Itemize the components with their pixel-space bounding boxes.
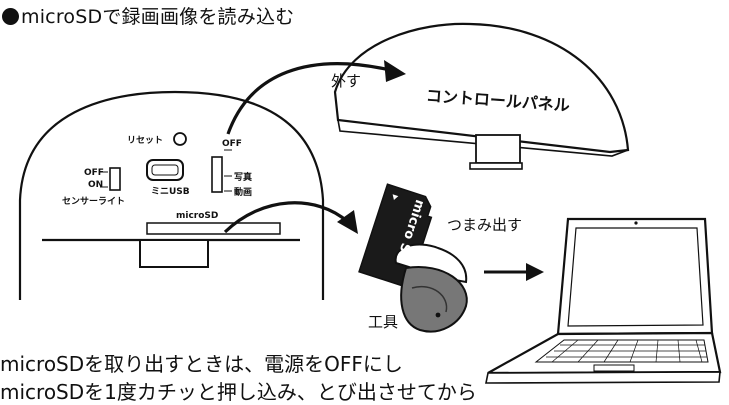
- pull-out-label: つまみ出す: [447, 216, 523, 234]
- sensor-light-label: センサーライト: [62, 197, 126, 207]
- sensor-off-label: OFF: [84, 168, 104, 178]
- laptop-icon: [485, 217, 722, 384]
- device-bottom-tab: [139, 239, 209, 268]
- reset-label: リセット: [127, 136, 164, 146]
- page-title: microSDで録画画像を読み込む: [2, 2, 294, 29]
- microsd-slot[interactable]: [146, 222, 281, 235]
- switch-off-label: OFF: [222, 139, 242, 149]
- mode-switch[interactable]: [211, 156, 223, 193]
- mini-usb-port-inner: [151, 164, 179, 176]
- photo-label: 写真: [234, 173, 253, 183]
- pliers-tool: [394, 243, 468, 333]
- to-laptop-arrowhead: [526, 263, 544, 281]
- sensor-light-switch[interactable]: [109, 167, 121, 191]
- remove-label: 外す: [331, 72, 362, 90]
- instruction-line-2: microSDを1度カチッと押し込み、とび出させてから: [0, 380, 477, 404]
- sensor-on-label: ON: [88, 180, 104, 190]
- pull-card-arrow: [223, 201, 350, 234]
- control-panel: [333, 22, 630, 170]
- tool-label: 工具: [368, 313, 399, 331]
- video-label: 動画: [234, 188, 253, 198]
- pull-card-arrowhead: [337, 210, 358, 234]
- reset-button[interactable]: [173, 132, 187, 146]
- remove-panel-arrow: [226, 62, 391, 135]
- instruction-line-1: microSDを取り出すときは、電源をOFFにし: [0, 352, 403, 376]
- mini-usb-label: ミニUSB: [151, 187, 190, 197]
- remove-panel-arrowhead: [384, 60, 406, 82]
- microsd-slot-label: microSD: [176, 211, 219, 221]
- bullet-icon: [2, 8, 19, 25]
